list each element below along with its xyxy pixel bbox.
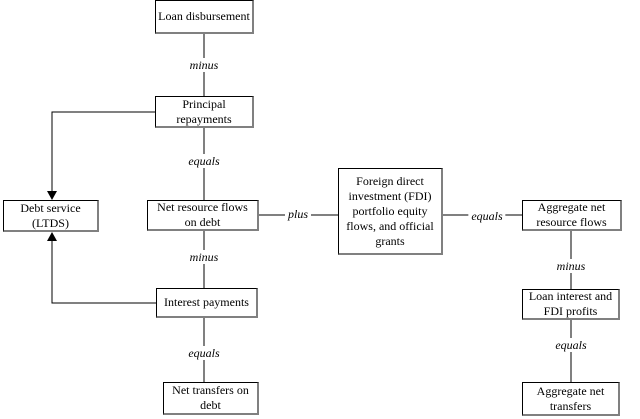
box-principal-repayments: Principal repayments [155, 96, 254, 128]
box-label: Loan interest and FDI profits [528, 289, 613, 318]
operator-equals-1: equals [185, 154, 223, 168]
arrowhead-up [47, 232, 57, 241]
arrow-principal-to-debt-service [51, 111, 155, 192]
box-label: Net resource flows on debt [157, 200, 248, 229]
box-aggregate-net-resource-flows: Aggregate net resource flows [522, 200, 622, 231]
box-label: Aggregate net resource flows [536, 200, 607, 229]
box-net-transfers-on-debt: Net transfers on debt [163, 382, 259, 415]
operator-minus-1: minus [186, 58, 222, 72]
box-label: Loan disbursement [158, 9, 250, 23]
box-aggregate-net-transfers: Aggregate net transfers [522, 382, 620, 416]
box-label: Foreign direct investment (FDI) portfoli… [346, 173, 434, 248]
box-label: Aggregate net transfers [536, 383, 605, 413]
box-label: Interest payments [164, 295, 249, 309]
operator-equals-4: equals [552, 338, 590, 352]
box-loan-disbursement: Loan disbursement [155, 0, 254, 34]
operator-minus-3: minus [553, 259, 589, 273]
box-loan-interest-fdi-profits: Loan interest and FDI profits [522, 289, 620, 320]
box-fdi-portfolio-grants: Foreign direct investment (FDI) portfoli… [338, 168, 443, 255]
operator-equals-2: equals [185, 346, 223, 360]
box-interest-payments: Interest payments [156, 288, 258, 318]
arrowhead-down [47, 191, 57, 200]
box-debt-service: Debt service (LTDS) [3, 200, 99, 232]
box-label: Net transfers on debt [172, 383, 249, 412]
arrow-interest-to-debt-service [51, 240, 156, 304]
box-label: Principal repayments [176, 96, 232, 126]
operator-plus: plus [284, 207, 312, 221]
box-label: Debt service (LTDS) [20, 200, 81, 230]
box-net-resource-flows-on-debt: Net resource flows on debt [147, 200, 259, 231]
operator-equals-3: equals [468, 209, 506, 223]
operator-minus-2: minus [186, 250, 222, 264]
